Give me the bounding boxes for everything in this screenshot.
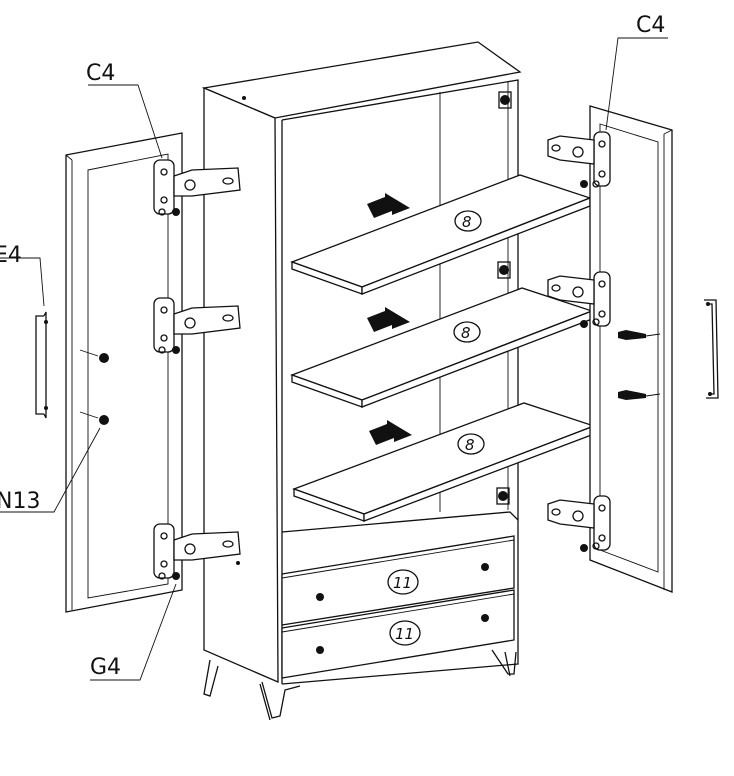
screw-right-upper: [618, 330, 661, 340]
callout-c4-right: C4: [605, 13, 668, 131]
hinge-right-top: [547, 131, 611, 188]
callout-c4-left: C4: [86, 61, 163, 159]
arrow-insert-icon: [369, 420, 412, 445]
hinge-left-middle: [153, 297, 241, 354]
handle-left: [35, 311, 48, 419]
cam-fitting-bottom: [496, 487, 510, 505]
shelf-top: 8: [290, 174, 592, 295]
hinge-left-bottom: [153, 523, 241, 580]
callout-g4: G4: [90, 583, 177, 681]
label-c4-left: C4: [86, 61, 115, 86]
callout-e4: E4: [0, 243, 45, 307]
shelf-part-number: 8: [461, 324, 471, 342]
shelf-part-number: 8: [462, 213, 472, 231]
shelf-bottom: 8: [292, 402, 596, 522]
label-c4-right: C4: [636, 13, 665, 38]
arrow-insert-icon: [367, 193, 410, 218]
label-g4: G4: [90, 655, 121, 680]
drawer-bottom: 11: [281, 589, 515, 679]
cam-fitting-middle: [497, 261, 511, 279]
right-door: [589, 105, 673, 593]
callout-n13: N13: [0, 427, 101, 514]
label-e4: E4: [0, 243, 22, 268]
hinge-right-middle: [547, 271, 611, 328]
cam-fitting-top: [498, 91, 512, 109]
cabinet-legs: [203, 649, 517, 721]
drawer-part-number: 11: [393, 574, 412, 592]
arrow-insert-icon: [367, 307, 410, 332]
screw-left-lower: [79, 411, 109, 425]
left-door: [65, 132, 183, 613]
shelf-middle: 8: [290, 287, 594, 408]
handle-right: [704, 299, 719, 399]
label-n13: N13: [0, 489, 40, 514]
screw-right-lower: [618, 390, 661, 400]
hinge-left-top: [153, 159, 241, 216]
drawer-part-number: 11: [395, 625, 414, 643]
screw-left-upper: [79, 349, 109, 363]
drawer-top: 11: [281, 535, 515, 626]
shelf-part-number: 8: [465, 436, 475, 454]
hinge-right-bottom: [547, 495, 611, 552]
